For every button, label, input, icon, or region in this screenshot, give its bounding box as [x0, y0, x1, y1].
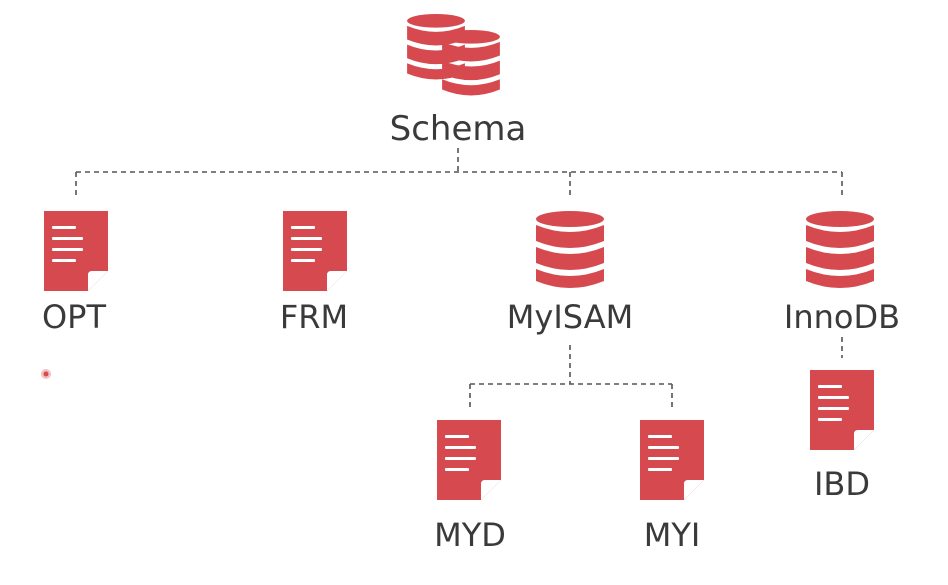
file-icon	[437, 420, 501, 500]
node-label-myisam: MyISAM	[507, 298, 633, 336]
node-label-ibd: IBD	[814, 465, 870, 503]
node-label-opt: OPT	[42, 298, 106, 336]
node-opt: OPT	[42, 211, 108, 336]
file-icon	[640, 420, 704, 500]
node-label-innodb: InnoDB	[784, 298, 900, 336]
node-ibd: IBD	[810, 370, 874, 503]
connectors	[75, 148, 843, 408]
node-frm: FRM	[280, 211, 348, 336]
node-label-schema: Schema	[390, 109, 527, 149]
node-myd: MYD	[434, 420, 506, 554]
node-schema: Schema	[390, 14, 527, 149]
node-label-myd: MYD	[434, 516, 506, 554]
file-icon	[810, 370, 874, 450]
pointer-dot	[41, 369, 51, 379]
node-myisam: MyISAM	[507, 211, 633, 336]
file-icon	[44, 211, 108, 291]
node-label-myi: MYI	[644, 516, 701, 554]
file-icon	[283, 211, 347, 291]
database-icon	[536, 211, 604, 288]
database-icon	[806, 211, 874, 288]
node-innodb: InnoDB	[784, 211, 900, 336]
database-stack-icon	[407, 14, 500, 96]
node-myi: MYI	[640, 420, 704, 554]
node-label-frm: FRM	[280, 298, 348, 336]
